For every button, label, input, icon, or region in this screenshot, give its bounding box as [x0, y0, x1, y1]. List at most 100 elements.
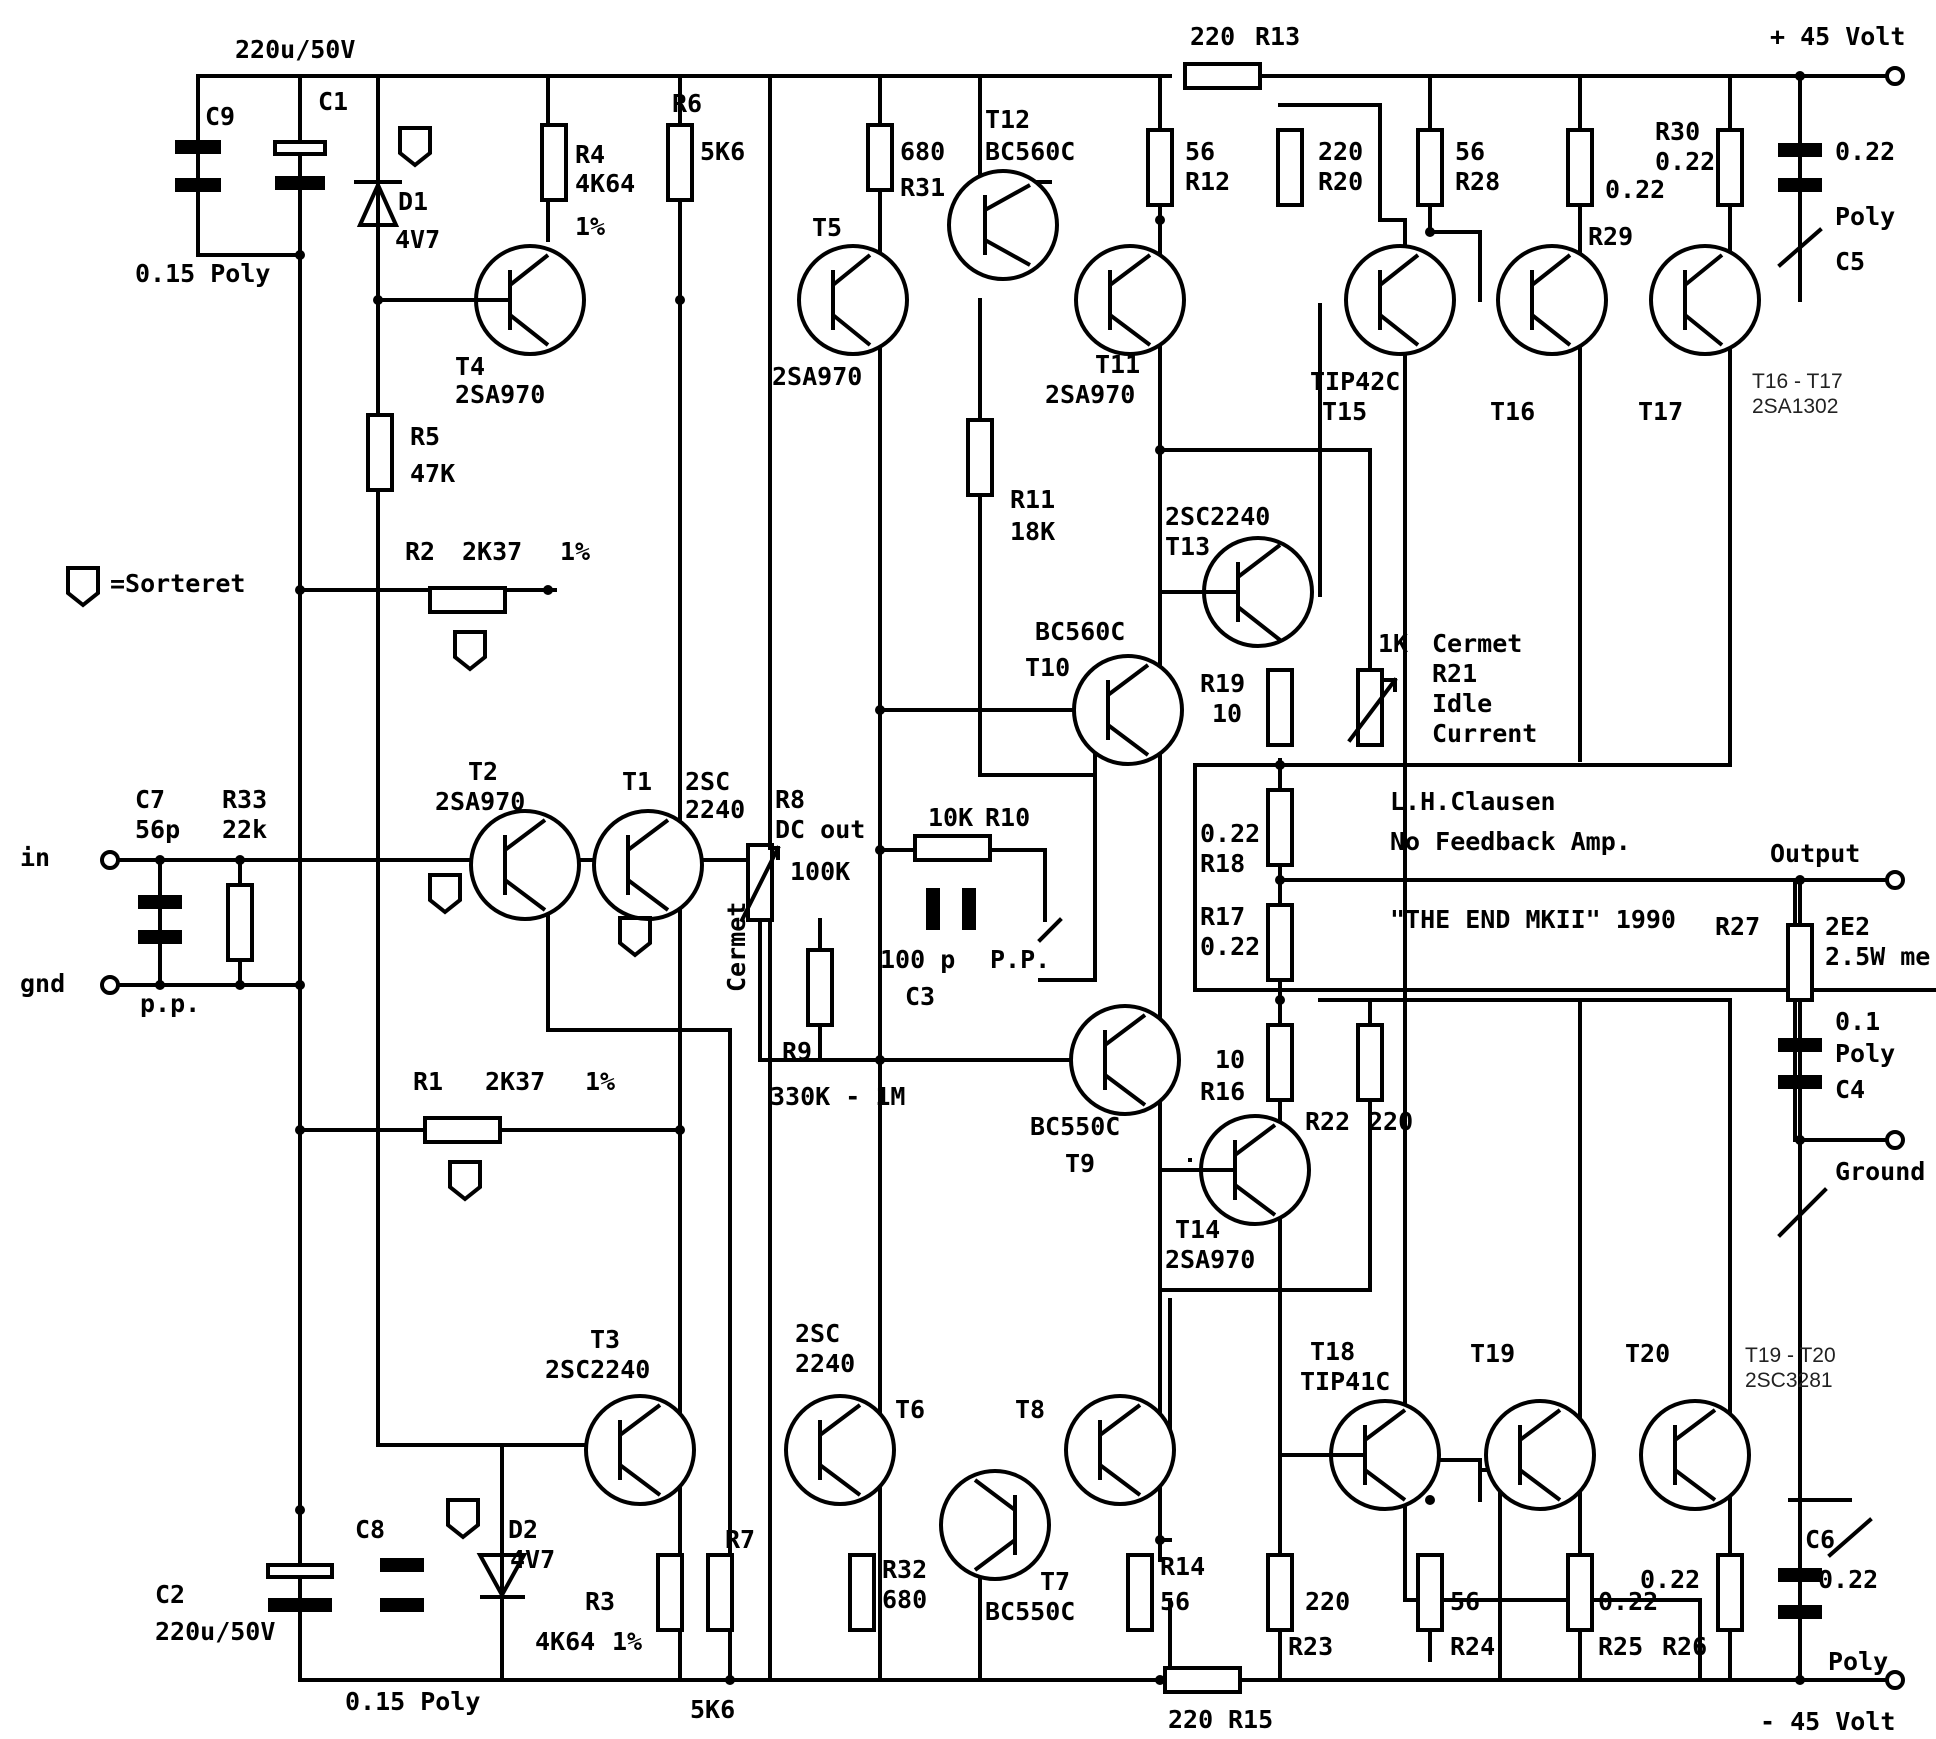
- resistor-r6: [666, 123, 694, 202]
- label-c3: C3: [905, 982, 935, 1011]
- transistor-t11: [1074, 244, 1186, 356]
- value-r26: 0.22: [1640, 1565, 1700, 1594]
- value-r21: 1K: [1378, 629, 1408, 658]
- idle-line-4: Current: [1432, 719, 1537, 748]
- transistors: [378, 169, 1761, 1581]
- label-t12: T12: [985, 105, 1030, 134]
- tol-r1: 1%: [585, 1067, 615, 1096]
- capacitor-c7: [138, 895, 182, 944]
- value-r30: 0.22: [1655, 147, 1715, 176]
- label-t16: T16: [1490, 397, 1535, 426]
- terminal-in[interactable]: [100, 850, 120, 870]
- transistor-t9: [1069, 1004, 1181, 1116]
- capacitor-c5: [1777, 143, 1823, 268]
- value-r17: 0.22: [1200, 932, 1260, 961]
- kind-c6: Poly: [1828, 1647, 1888, 1676]
- resistor-r22: [1356, 1023, 1384, 1102]
- type-t5: 2SA970: [772, 362, 862, 391]
- type-t9: BC550C: [1030, 1112, 1120, 1141]
- value-r10: 10K: [928, 803, 973, 832]
- value-c9: 0.15 Poly: [135, 259, 270, 288]
- gnd-label: gnd: [20, 969, 65, 998]
- terminal-gnd[interactable]: [100, 975, 120, 995]
- resistor-r12: [1146, 128, 1174, 207]
- type-t14: 2SA970: [1165, 1245, 1255, 1274]
- value-r27: 2E2: [1825, 912, 1870, 941]
- label-t1: T1: [622, 767, 652, 796]
- value-c1: 220u/50V: [235, 35, 355, 64]
- type-t2: 2SA970: [435, 787, 525, 816]
- transistor-t15: [1344, 244, 1456, 356]
- label-t17: T17: [1638, 397, 1683, 426]
- resistor-r4: [540, 123, 568, 202]
- shield-icon: [446, 1498, 480, 1540]
- label-r19: R19: [1200, 669, 1245, 698]
- shield-icon: [428, 873, 462, 915]
- label-c9: C9: [205, 102, 235, 131]
- label-t8: T8: [1015, 1395, 1045, 1424]
- label-r7: R7: [725, 1525, 755, 1554]
- transistor-t2: [469, 809, 581, 921]
- resistor-r27: [1786, 923, 1814, 1002]
- type-t6: 2SC: [795, 1319, 840, 1348]
- resistor-r30: [1716, 128, 1744, 207]
- label-t20: T20: [1625, 1339, 1670, 1368]
- sorteret-label: =Sorteret: [110, 569, 245, 598]
- label-r20: R20: [1318, 167, 1363, 196]
- label-r18: R18: [1200, 849, 1245, 878]
- label-r27: R27: [1715, 912, 1760, 941]
- resistor-r24: [1416, 1553, 1444, 1632]
- label-r12: R12: [1185, 167, 1230, 196]
- resistor-r18: [1266, 788, 1294, 867]
- label-t5: T5: [812, 213, 842, 242]
- type-t12: BC560C: [985, 137, 1075, 166]
- label-r11: R11: [1010, 485, 1055, 514]
- terminal-pos-rail[interactable]: [1885, 66, 1905, 86]
- label-d2: D2: [508, 1515, 538, 1544]
- resistor-r26: [1716, 1553, 1744, 1632]
- value-r1: 2K37: [485, 1067, 545, 1096]
- label-r10: R10: [985, 803, 1030, 832]
- label-r31: R31: [900, 173, 945, 202]
- kind-c3: P.P.: [990, 945, 1050, 974]
- transistor-t7: [939, 1469, 1051, 1581]
- resistor-r2: [428, 586, 507, 614]
- transistor-t1: [592, 809, 704, 921]
- label-t4: T4: [455, 352, 485, 381]
- value-d1: 4V7: [395, 225, 440, 254]
- resistor-r3: [656, 1553, 684, 1632]
- label-t18: T18: [1310, 1337, 1355, 1366]
- resistor-r16: [1266, 1023, 1294, 1102]
- capacitor-c9: [175, 140, 221, 192]
- value-c6: 0.22: [1818, 1565, 1878, 1594]
- terminal-neg-rail[interactable]: [1885, 1670, 1905, 1690]
- label-t13: T13: [1165, 532, 1210, 561]
- t16-t17-label: T16 - T17: [1752, 370, 1843, 393]
- tol-r2: 1%: [560, 537, 590, 566]
- terminal-ground[interactable]: [1885, 1130, 1905, 1150]
- value-r18: 0.22: [1200, 819, 1260, 848]
- terminals: [100, 66, 1905, 1690]
- value-r8: 100K: [790, 857, 850, 886]
- tol-r3: 1%: [612, 1627, 642, 1656]
- transistor-t4: [378, 244, 586, 356]
- transistor-t16: [1496, 244, 1608, 356]
- resistor-r29: [1566, 128, 1594, 207]
- label-t7: T7: [1040, 1567, 1070, 1596]
- value-r6: 5K6: [700, 137, 745, 166]
- label-r33: R33: [222, 785, 267, 814]
- transistor-t13: [1160, 536, 1314, 648]
- value-r20: 220: [1318, 137, 1363, 166]
- capacitors: [138, 140, 1873, 1619]
- value-r28: 56: [1455, 137, 1485, 166]
- label-t14: T14: [1175, 1215, 1220, 1244]
- resistor-r13: [1183, 62, 1262, 90]
- power-r27: 2.5W me: [1825, 942, 1930, 971]
- transistor-t18: [1280, 1399, 1441, 1511]
- label-t9: T9: [1065, 1149, 1095, 1178]
- label-r25: R25: [1598, 1632, 1643, 1661]
- value-c2: 220u/50V: [155, 1617, 275, 1646]
- terminal-output[interactable]: [1885, 870, 1905, 890]
- shield-icon: [453, 630, 487, 672]
- value-r33: 22k: [222, 815, 267, 844]
